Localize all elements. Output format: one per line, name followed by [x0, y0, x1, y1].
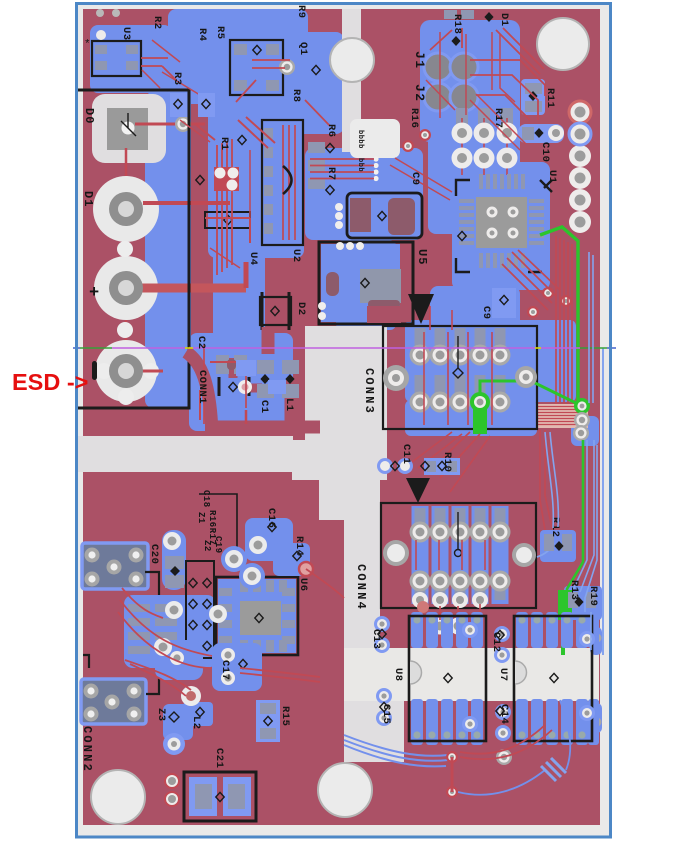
svg-text:D2: D2: [295, 302, 307, 316]
svg-text:C9: C9: [480, 306, 492, 320]
svg-text:C2: C2: [195, 336, 207, 350]
svg-text:D0: D0: [82, 108, 96, 124]
svg-text:bbb: bbb: [356, 158, 364, 172]
svg-text:CONN4: CONN4: [354, 564, 368, 611]
svg-text:C21: C21: [213, 748, 225, 768]
svg-text:C1: C1: [258, 400, 270, 414]
svg-text:R14: R14: [293, 536, 305, 556]
svg-text:R18: R18: [451, 14, 463, 34]
svg-text:U3: U3: [120, 27, 132, 41]
svg-text:C10: C10: [539, 142, 551, 162]
svg-text:Z2: Z2: [202, 540, 212, 552]
svg-text:R7: R7: [325, 167, 337, 181]
svg-text:R3: R3: [171, 72, 183, 86]
svg-text:Q1: Q1: [297, 42, 309, 56]
svg-text:R6: R6: [325, 124, 337, 138]
svg-text:U8: U8: [392, 668, 404, 682]
svg-text:R15: R15: [279, 706, 291, 726]
svg-text:U2: U2: [290, 249, 302, 263]
svg-text:R19: R19: [587, 586, 599, 606]
svg-text:U5: U5: [415, 249, 429, 265]
svg-text:R2: R2: [151, 16, 163, 30]
svg-text:Z3: Z3: [155, 708, 167, 722]
svg-text:R5: R5: [214, 26, 226, 40]
svg-text:R17: R17: [492, 108, 504, 128]
svg-text:C20: C20: [148, 544, 160, 564]
svg-text:D1: D1: [498, 13, 510, 27]
svg-text:L2: L2: [190, 716, 202, 730]
svg-text:R8: R8: [290, 89, 302, 103]
svg-text:C15: C15: [380, 704, 392, 724]
svg-text:C18: C18: [201, 490, 211, 508]
svg-text:bbbb: bbbb: [356, 130, 364, 149]
svg-text:U1: U1: [546, 170, 558, 184]
svg-text:ESD ->: ESD ->: [12, 369, 88, 395]
svg-text:R16: R16: [408, 108, 420, 128]
svg-text:R9: R9: [295, 5, 307, 19]
svg-text:R11: R11: [544, 88, 556, 108]
svg-text:C19: C19: [213, 536, 223, 554]
svg-text:CONN1: CONN1: [196, 370, 208, 404]
svg-text:D1: D1: [81, 191, 95, 207]
svg-text:C16: C16: [265, 508, 277, 528]
svg-text:L1: L1: [283, 398, 295, 412]
svg-text:CONN2: CONN2: [80, 726, 94, 773]
svg-text:C13: C13: [370, 629, 382, 649]
svg-text:R13: R13: [568, 580, 580, 600]
svg-text:C9: C9: [409, 172, 421, 186]
svg-text:*: *: [84, 39, 91, 51]
svg-text:R1: R1: [218, 137, 230, 151]
svg-text:CONN3: CONN3: [362, 368, 376, 415]
svg-text:R16R17: R16R17: [207, 510, 217, 545]
svg-text:U6: U6: [297, 578, 309, 592]
svg-text:R10: R10: [441, 452, 453, 472]
svg-text:C14: C14: [498, 704, 510, 724]
svg-text:R12: R12: [549, 517, 561, 537]
svg-text:R4: R4: [196, 28, 208, 42]
svg-text:J1: J1: [412, 51, 427, 70]
svg-text:U4: U4: [247, 252, 259, 266]
svg-text:C12: C12: [490, 632, 502, 652]
svg-text:U7: U7: [497, 668, 509, 682]
svg-text:C11: C11: [400, 444, 412, 464]
svg-text:+: +: [89, 284, 99, 303]
svg-text:J2: J2: [412, 84, 427, 103]
svg-text:C17: C17: [219, 660, 231, 680]
svg-text:Z1: Z1: [196, 512, 206, 524]
